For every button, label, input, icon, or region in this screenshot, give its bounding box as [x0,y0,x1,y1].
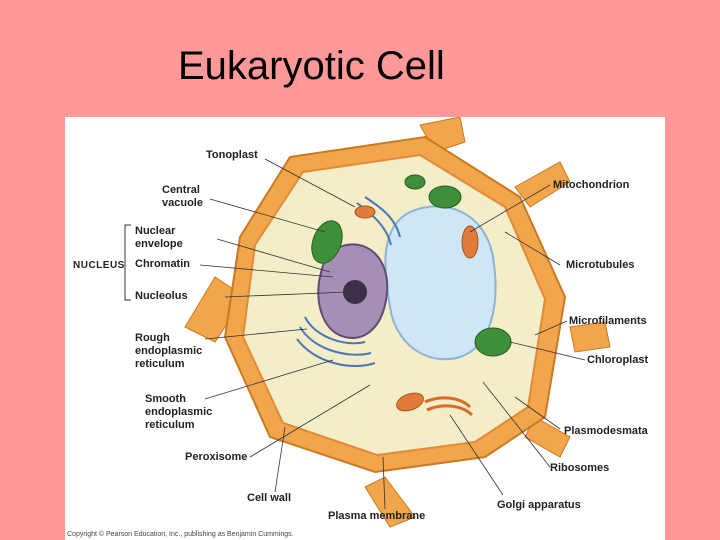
cell-illustration [124,117,611,528]
label-chromatin: Chromatin [135,258,190,270]
label-microtubules: Microtubules [566,259,635,271]
label-golgi-apparatus: Golgi apparatus [497,499,581,511]
label-peroxisome: Peroxisome [185,451,248,463]
label-mitochondrion: Mitochondrion [553,179,630,191]
label-rough-er-2: endoplasmic [135,345,203,357]
label-smooth-er-1: Smooth [145,393,186,405]
label-nucleolus: Nucleolus [135,290,188,302]
label-rough-er-3: reticulum [135,358,185,370]
mitochondrion-shapes [354,205,479,412]
nucleolus-shape [343,280,367,304]
label-nucleus: NUCLEUS [73,260,125,271]
cell-diagram: Tonoplast Central vacuole Nuclear envelo… [65,117,665,540]
nucleus-bracket [124,224,131,301]
label-chloroplast: Chloroplast [587,354,649,366]
label-central-vacuole-1: Central [162,184,200,196]
adjacent-cell-walls [184,117,611,528]
label-smooth-er-2: endoplasmic [145,406,213,418]
label-ribosomes: Ribosomes [550,462,610,474]
label-rough-er-1: Rough [135,332,170,344]
label-nuclear-envelope-1: Nuclear [135,225,176,237]
label-tonoplast: Tonoplast [206,149,258,161]
rough-er-shape [296,196,401,367]
label-nuclear-envelope-2: envelope [135,238,183,250]
slide-title: Eukaryotic Cell [178,44,445,88]
label-plasmodesmata: Plasmodesmata [564,425,648,437]
leader-lines [199,158,586,510]
label-cell-wall: Cell wall [247,492,292,504]
label-plasma-membrane: Plasma membrane [328,510,426,522]
label-microfilaments: Microfilaments [569,315,647,327]
copyright-notice: Copyright © Pearson Education, Inc., pub… [67,531,294,538]
label-central-vacuole-2: vacuole [162,197,203,209]
golgi-shape [424,396,474,417]
label-smooth-er-3: reticulum [145,419,195,431]
